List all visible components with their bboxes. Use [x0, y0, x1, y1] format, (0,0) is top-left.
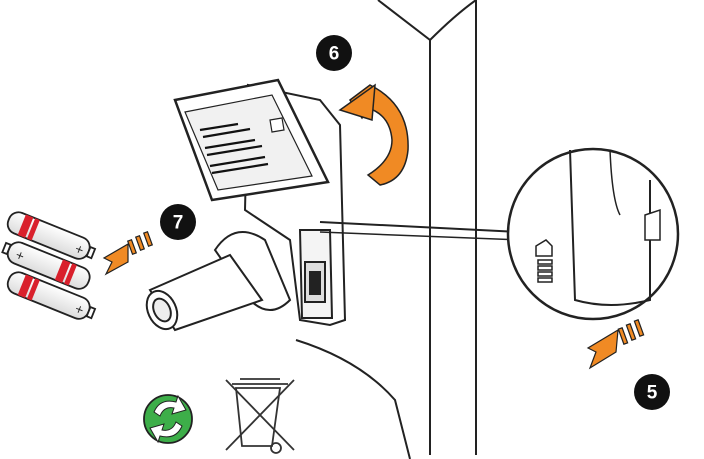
step-badge-5: 5 [634, 374, 670, 410]
step-number-7: 7 [173, 213, 184, 234]
step-number-6: 6 [329, 44, 340, 65]
battery-3: + [6, 271, 97, 320]
step-badge-6: 6 [316, 35, 352, 71]
slide-arrow-batteries [102, 230, 154, 276]
door-edge [377, 0, 477, 455]
recycle-icon [143, 394, 193, 444]
plus-sign: + [13, 248, 26, 264]
callout-line-2 [319, 231, 521, 241]
lock-body-outline [295, 339, 411, 459]
rotate-arrow [338, 83, 409, 186]
release-latch [535, 239, 553, 283]
cover-label-lines [199, 122, 269, 175]
plus-sign: + [73, 242, 86, 258]
batteries: + + + [1, 211, 97, 320]
callout-line [319, 221, 521, 233]
battery-2: + [1, 241, 91, 290]
battery-cover [173, 78, 330, 202]
battery-1: + [6, 211, 97, 260]
plus-sign: + [73, 302, 86, 318]
step-badge-7: 7 [160, 204, 196, 240]
slide-arrow-latch [586, 319, 645, 370]
step-number-5: 5 [647, 383, 658, 404]
detail-magnifier [506, 147, 680, 321]
crossed-out-wheelie-bin-icon [225, 378, 295, 454]
lock-cylinder [145, 231, 292, 332]
